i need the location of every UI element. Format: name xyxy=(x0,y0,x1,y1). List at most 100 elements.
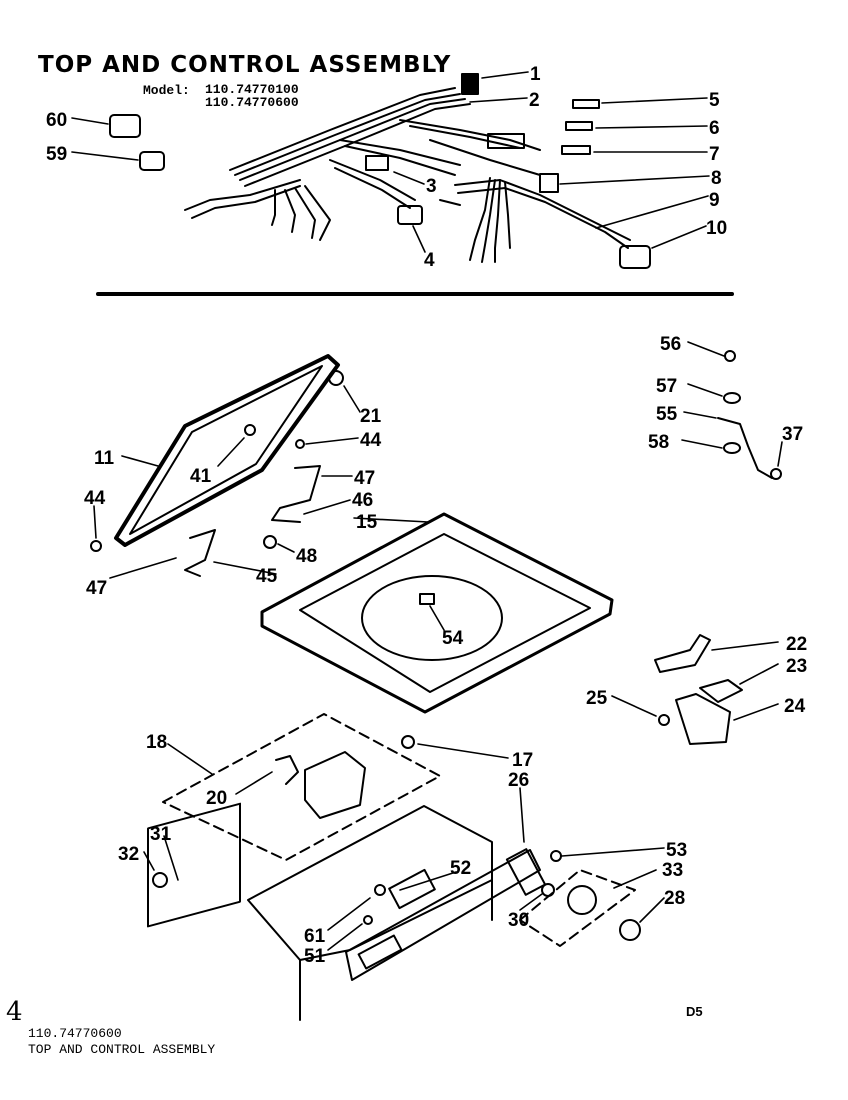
callout-51: 51 xyxy=(304,946,326,967)
part-51-screw xyxy=(363,915,373,925)
callout-37: 37 xyxy=(782,424,803,445)
callout-labels: 1 2 3 4 5 6 7 8 9 10 60 59 56 57 55 58 3… xyxy=(46,64,807,967)
footer-mark: 4 xyxy=(6,997,23,1027)
part-53-screw xyxy=(550,850,562,862)
part-32-clip xyxy=(152,872,168,888)
part-4-connector xyxy=(397,205,423,225)
callout-54: 54 xyxy=(442,628,464,649)
footer-title: TOP AND CONTROL ASSEMBLY xyxy=(28,1042,216,1057)
callout-7: 7 xyxy=(709,144,720,165)
part-61-screw xyxy=(374,884,386,896)
callout-21: 21 xyxy=(360,406,382,427)
model-number-2: 110.74770600 xyxy=(205,95,299,110)
callout-44-top: 44 xyxy=(360,430,382,451)
page-title: TOP AND CONTROL ASSEMBLY xyxy=(38,52,452,78)
callout-48: 48 xyxy=(296,546,317,567)
callout-60: 60 xyxy=(46,110,67,131)
leader-lines xyxy=(71,71,783,951)
part-6-clip xyxy=(565,121,593,131)
part-24-housing xyxy=(675,693,731,745)
part-18-console xyxy=(162,713,441,861)
part-5-screw xyxy=(572,99,600,109)
model-numbers: 110.74770100 110.74770600 xyxy=(205,83,299,109)
callout-17: 17 xyxy=(512,750,533,771)
callout-6: 6 xyxy=(709,118,720,139)
part-44-screw-left xyxy=(90,540,102,552)
footer-model-number: 110.74770600 xyxy=(28,1026,122,1041)
part-33-knob-assembly xyxy=(519,869,636,947)
part-46-hinge-spring xyxy=(271,465,321,523)
callout-57: 57 xyxy=(656,376,677,397)
part-21-hinge xyxy=(328,370,344,386)
part-8-clamp xyxy=(539,173,559,193)
part-1-connector xyxy=(461,73,479,95)
callout-15: 15 xyxy=(356,512,378,533)
part-56-screw xyxy=(724,350,736,362)
callout-10: 10 xyxy=(706,218,727,239)
callout-44-left: 44 xyxy=(84,488,106,509)
part-11-lid xyxy=(114,354,340,547)
part-10-connector xyxy=(619,245,651,269)
callout-58: 58 xyxy=(648,432,669,453)
callout-33: 33 xyxy=(662,860,683,881)
part-28-knob xyxy=(619,919,641,941)
model-number-1: 110.74770100 xyxy=(205,82,299,97)
part-37-clip xyxy=(770,468,782,480)
part-55-rod xyxy=(717,417,773,479)
part-59-connector xyxy=(139,151,165,171)
callout-4: 4 xyxy=(424,250,435,271)
wiring-harness xyxy=(184,87,631,263)
part-23-bracket xyxy=(699,679,743,703)
callout-55: 55 xyxy=(656,404,678,425)
callout-61: 61 xyxy=(304,926,326,947)
callout-46: 46 xyxy=(352,490,373,511)
model-label: Model: xyxy=(143,83,190,98)
callout-47-left: 47 xyxy=(86,578,107,599)
callout-24: 24 xyxy=(784,696,806,717)
callout-32: 32 xyxy=(118,844,139,865)
callout-28: 28 xyxy=(664,888,685,909)
callout-47-right: 47 xyxy=(354,468,375,489)
callout-23: 23 xyxy=(786,656,807,677)
part-58-washer xyxy=(723,442,741,454)
callout-59: 59 xyxy=(46,144,67,165)
part-54-bumper xyxy=(419,593,435,605)
harness-clip xyxy=(487,133,525,149)
part-7-clip xyxy=(561,145,591,155)
callout-5: 5 xyxy=(709,90,720,111)
cabinet-base xyxy=(247,805,493,1021)
callout-1: 1 xyxy=(530,64,541,85)
callout-22: 22 xyxy=(786,634,807,655)
diagram-code: D5 xyxy=(686,1004,703,1019)
part-31-panel xyxy=(147,802,241,928)
part-3-clip xyxy=(365,155,389,171)
callout-52: 52 xyxy=(450,858,471,879)
knob-dial xyxy=(567,885,597,915)
part-20-wire-clip xyxy=(275,755,299,785)
callout-20: 20 xyxy=(206,788,227,809)
timer-motor xyxy=(304,751,366,819)
callout-45: 45 xyxy=(256,566,278,587)
callout-2: 2 xyxy=(529,90,540,111)
part-17-screw xyxy=(401,735,415,749)
part-22-switch xyxy=(654,634,711,673)
part-57-washer xyxy=(723,392,741,404)
callout-56: 56 xyxy=(660,334,681,355)
part-41-bumper xyxy=(244,424,256,436)
callout-11: 11 xyxy=(94,448,115,469)
callout-25: 25 xyxy=(586,688,608,709)
control-panel xyxy=(345,849,541,981)
part-48-bumper xyxy=(263,535,277,549)
part-15-top-panel xyxy=(260,512,614,714)
callout-31: 31 xyxy=(150,824,172,845)
part-44-screw-top xyxy=(295,439,305,449)
callout-3: 3 xyxy=(426,176,437,197)
callout-41: 41 xyxy=(190,466,212,487)
part-26-bracket xyxy=(505,848,547,896)
callout-53: 53 xyxy=(666,840,687,861)
callout-8: 8 xyxy=(711,168,722,189)
part-30-spring xyxy=(541,883,555,897)
callout-9: 9 xyxy=(709,190,720,211)
callout-30: 30 xyxy=(508,910,529,931)
